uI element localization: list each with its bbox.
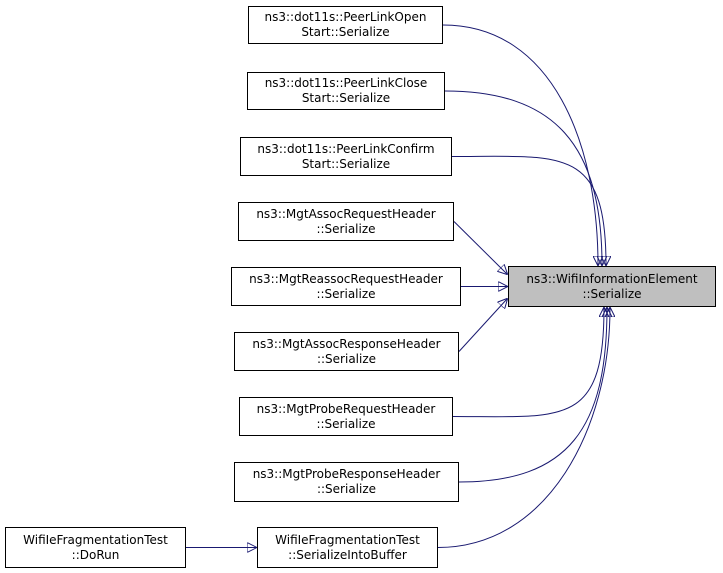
edge-mgt-assoc-response bbox=[458, 299, 507, 352]
node-label-line1: ns3::dot11s::PeerLinkConfirm bbox=[257, 141, 435, 156]
node-mgt-assoc-request[interactable]: ns3::MgtAssocRequestHeader ::Serialize bbox=[238, 202, 454, 241]
node-peer-link-confirm[interactable]: ns3::dot11s::PeerLinkConfirm Start::Seri… bbox=[240, 137, 452, 176]
focus-node-wifi-ie-serialize: ns3::WifiInformationElement ::Serialize bbox=[508, 266, 716, 307]
node-label-line2: Start::Serialize bbox=[301, 25, 390, 39]
node-label-line1: WifiIeFragmentationTest bbox=[23, 532, 168, 547]
edge-mgt-probe-response bbox=[458, 308, 607, 483]
node-mgt-assoc-response[interactable]: ns3::MgtAssocResponseHeader ::Serialize bbox=[234, 332, 459, 371]
node-peer-link-open[interactable]: ns3::dot11s::PeerLinkOpen Start::Seriali… bbox=[248, 6, 443, 44]
node-label-line1: ns3::MgtProbeRequestHeader bbox=[256, 401, 436, 416]
node-label-line1: ns3::dot11s::PeerLinkOpen bbox=[264, 10, 427, 24]
node-label-line2: Start::Serialize bbox=[301, 156, 391, 171]
node-serialize-into-buffer[interactable]: WifiIeFragmentationTest ::SerializeIntoB… bbox=[257, 527, 438, 568]
node-label-line2: ::DoRun bbox=[71, 547, 120, 562]
node-label-line1: ns3::MgtReassocRequestHeader bbox=[249, 271, 443, 286]
node-label-line2: ::Serialize bbox=[316, 221, 376, 236]
node-label-line2: ::Serialize bbox=[316, 351, 377, 366]
edge-mgt-assoc-request bbox=[453, 221, 507, 275]
node-label-line2: ::Serialize bbox=[316, 416, 376, 431]
node-peer-link-close[interactable]: ns3::dot11s::PeerLinkClose Start::Serial… bbox=[247, 72, 445, 110]
node-do-run[interactable]: WifiIeFragmentationTest ::DoRun bbox=[5, 527, 186, 568]
node-label-line1: ns3::dot11s::PeerLinkClose bbox=[264, 76, 428, 90]
node-label-line2: ::Serialize bbox=[316, 286, 376, 301]
node-label-line1: ns3::WifiInformationElement bbox=[526, 271, 698, 286]
node-label-line2: Start::Serialize bbox=[301, 91, 391, 105]
edge-mgt-probe-request bbox=[452, 308, 604, 418]
edge-serialize-into-buffer bbox=[437, 308, 610, 548]
node-mgt-probe-request[interactable]: ns3::MgtProbeRequestHeader ::Serialize bbox=[239, 397, 453, 436]
edge-peer-link-open bbox=[442, 24, 598, 265]
node-label-line1: WifiIeFragmentationTest bbox=[275, 532, 420, 547]
node-label-line2: ::Serialize bbox=[316, 482, 377, 496]
edge-peer-link-confirm bbox=[451, 155, 606, 265]
node-mgt-probe-response[interactable]: ns3::MgtProbeResponseHeader ::Serialize bbox=[234, 462, 459, 502]
node-mgt-reassoc-request[interactable]: ns3::MgtReassocRequestHeader ::Serialize bbox=[231, 267, 461, 306]
node-label-line1: ns3::MgtAssocResponseHeader bbox=[252, 336, 441, 351]
edge-peer-link-close bbox=[444, 90, 602, 265]
node-label-line2: ::Serialize bbox=[582, 286, 642, 301]
node-label-line2: ::SerializeIntoBuffer bbox=[288, 547, 407, 562]
node-label-line1: ns3::MgtAssocRequestHeader bbox=[256, 206, 436, 221]
node-label-line1: ns3::MgtProbeResponseHeader bbox=[252, 467, 441, 481]
